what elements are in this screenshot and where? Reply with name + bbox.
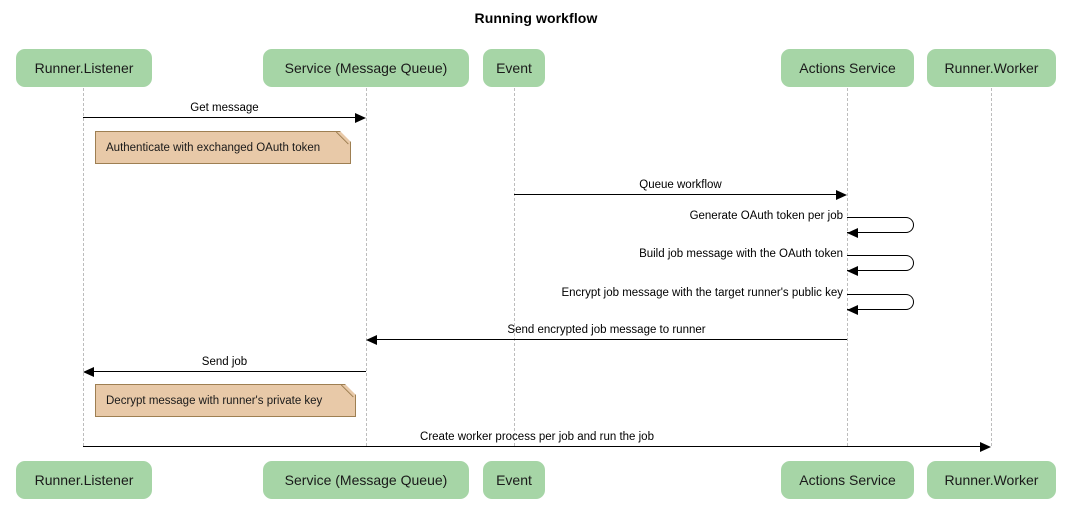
message-label-encrypt-job-message-with-the-target-runners-public-key: Encrypt job message with the target runn… bbox=[561, 287, 843, 299]
arrowhead-left-icon bbox=[83, 366, 94, 377]
participant-label: Runner.Listener bbox=[34, 60, 134, 76]
lifeline-runner-listener bbox=[83, 88, 84, 446]
message-label-get-message: Get message bbox=[190, 102, 259, 114]
page-title: Running workflow bbox=[474, 10, 598, 26]
participant-actions-service-bottom[interactable]: Actions Service bbox=[781, 461, 914, 499]
participant-label: Actions Service bbox=[799, 60, 896, 76]
participant-runner-worker-bottom[interactable]: Runner.Worker bbox=[927, 461, 1056, 499]
participant-label: Service (Message Queue) bbox=[284, 60, 448, 76]
arrowhead-right-icon bbox=[980, 441, 991, 452]
participant-label: Actions Service bbox=[799, 472, 896, 488]
message-label-build-job-message-with-the-oauth-token: Build job message with the OAuth token bbox=[639, 248, 843, 260]
participant-label: Event bbox=[496, 60, 532, 76]
arrowhead-right-icon bbox=[355, 112, 366, 123]
arrowhead-left-icon bbox=[366, 334, 377, 345]
arrowhead-left-icon bbox=[847, 305, 858, 315]
participant-event-top[interactable]: Event bbox=[483, 49, 545, 87]
participant-runner-listener-bottom[interactable]: Runner.Listener bbox=[16, 461, 152, 499]
message-line-get-message bbox=[83, 117, 355, 118]
message-label-queue-workflow: Queue workflow bbox=[639, 179, 722, 191]
self-loop-encrypt-job-message-with-the-target-runners-public-key bbox=[847, 294, 914, 310]
self-loop-generate-oauth-token-per-job bbox=[847, 217, 914, 233]
lifeline-runner-worker bbox=[991, 88, 992, 446]
participant-service-message-queue-bottom[interactable]: Service (Message Queue) bbox=[263, 461, 469, 499]
participant-runner-listener-top[interactable]: Runner.Listener bbox=[16, 49, 152, 87]
note-fold-edge-icon bbox=[336, 131, 351, 146]
note-label: Authenticate with exchanged OAuth token bbox=[106, 141, 321, 154]
participant-label: Service (Message Queue) bbox=[284, 472, 448, 488]
arrowhead-left-icon bbox=[847, 228, 858, 238]
participant-label: Runner.Listener bbox=[34, 472, 134, 488]
participant-event-bottom[interactable]: Event bbox=[483, 461, 545, 499]
participant-actions-service-top[interactable]: Actions Service bbox=[781, 49, 914, 87]
message-label-create-worker-process-per-job-and-run-the-job: Create worker process per job and run th… bbox=[420, 431, 654, 443]
message-line-create-worker-process-per-job-and-run-the-job bbox=[83, 446, 980, 447]
participant-service-message-queue-top[interactable]: Service (Message Queue) bbox=[263, 49, 469, 87]
arrowhead-left-icon bbox=[847, 266, 858, 276]
message-line-queue-workflow bbox=[514, 194, 836, 195]
note-label: Decrypt message with runner's private ke… bbox=[106, 394, 323, 407]
participant-label: Event bbox=[496, 472, 532, 488]
message-label-send-job: Send job bbox=[201, 356, 248, 368]
note-fold-edge-icon bbox=[341, 384, 356, 399]
participant-label: Runner.Worker bbox=[944, 472, 1039, 488]
participant-label: Runner.Worker bbox=[944, 60, 1039, 76]
message-line-send-job bbox=[94, 371, 366, 372]
message-label-send-encrypted-job-message-to-runner: Send encrypted job message to runner bbox=[507, 324, 706, 336]
self-loop-build-job-message-with-the-oauth-token bbox=[847, 255, 914, 271]
lifeline-service-message-queue bbox=[366, 88, 367, 446]
note-decrypt-message-with-runners-private-key: Decrypt message with runner's private ke… bbox=[95, 384, 356, 417]
lifeline-event bbox=[514, 88, 515, 446]
arrowhead-right-icon bbox=[836, 189, 847, 200]
message-label-generate-oauth-token-per-job: Generate OAuth token per job bbox=[689, 210, 843, 222]
note-authenticate-with-exchanged-oauth-token: Authenticate with exchanged OAuth token bbox=[95, 131, 351, 164]
message-line-send-encrypted-job-message-to-runner bbox=[377, 339, 847, 340]
participant-runner-worker-top[interactable]: Runner.Worker bbox=[927, 49, 1056, 87]
